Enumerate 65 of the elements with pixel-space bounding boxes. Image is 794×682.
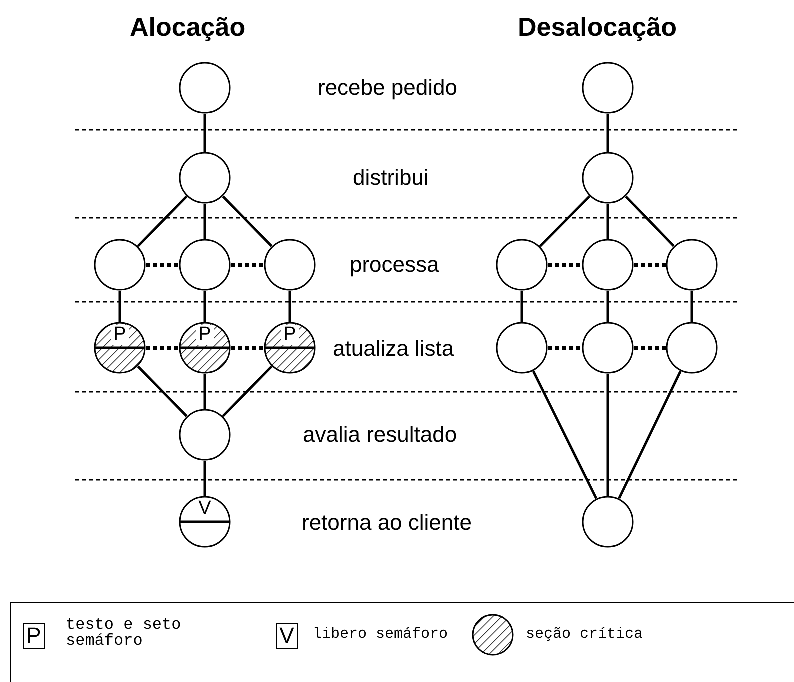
step-circle bbox=[666, 239, 718, 291]
connector-line bbox=[204, 114, 206, 152]
connector-line bbox=[606, 374, 610, 496]
dotted-connector bbox=[146, 346, 179, 350]
symbol-key: V bbox=[276, 623, 298, 649]
connector-line bbox=[606, 291, 610, 322]
connector-line bbox=[204, 204, 206, 239]
stage-label: distribui bbox=[353, 165, 429, 191]
step-circle bbox=[179, 62, 231, 114]
connector-line bbox=[288, 291, 292, 322]
dotted-connector bbox=[146, 263, 179, 267]
legend-text: libero semáforo bbox=[313, 627, 448, 643]
step-circle bbox=[582, 239, 634, 291]
connector-line bbox=[222, 366, 273, 418]
semaphore-circle bbox=[264, 322, 316, 374]
connector-line bbox=[532, 370, 598, 500]
step-circle bbox=[264, 239, 316, 291]
step-circle bbox=[179, 152, 231, 204]
step-circle bbox=[582, 496, 634, 548]
semaphore-letter: P bbox=[281, 325, 299, 345]
dotted-connector bbox=[548, 263, 582, 267]
step-circle bbox=[496, 239, 548, 291]
connector-line bbox=[690, 291, 694, 322]
connector-line bbox=[204, 461, 206, 496]
connector-line bbox=[204, 291, 206, 322]
connector-line bbox=[625, 196, 675, 248]
semaphore-circle bbox=[94, 322, 146, 374]
step-circle bbox=[179, 409, 231, 461]
connector-line bbox=[118, 291, 122, 322]
stage-label: retorna ao cliente bbox=[302, 510, 472, 536]
column-title: Desalocação bbox=[518, 12, 677, 43]
connector-line bbox=[222, 196, 273, 248]
step-circle bbox=[94, 239, 146, 291]
column-title: Alocação bbox=[130, 12, 246, 43]
legend-text: testo e seto semáforo bbox=[66, 617, 182, 649]
dotted-connector bbox=[231, 346, 264, 350]
connector-line bbox=[520, 291, 524, 322]
dotted-connector bbox=[548, 346, 582, 350]
step-circle bbox=[666, 322, 718, 374]
dotted-connector bbox=[634, 346, 666, 350]
semaphore-circle bbox=[179, 322, 231, 374]
stage-label: atualiza lista bbox=[333, 336, 454, 362]
semaphore-letter: P bbox=[196, 325, 214, 345]
step-circle bbox=[179, 239, 231, 291]
connector-line bbox=[606, 114, 610, 152]
step-circle bbox=[582, 62, 634, 114]
step-circle bbox=[582, 322, 634, 374]
legend-text: seção crítica bbox=[526, 627, 644, 643]
connector-line bbox=[204, 374, 206, 409]
step-circle bbox=[582, 152, 634, 204]
stage-label: avalia resultado bbox=[303, 422, 458, 448]
connector-line bbox=[539, 196, 591, 248]
semaphore-circle bbox=[179, 496, 231, 548]
stage-label: recebe pedido bbox=[318, 75, 458, 101]
connector-line bbox=[137, 366, 188, 418]
symbol-key: P bbox=[23, 623, 45, 649]
dotted-connector bbox=[231, 263, 264, 267]
connector-line bbox=[618, 370, 682, 500]
connector-line bbox=[606, 204, 610, 239]
stage-label: processa bbox=[350, 252, 440, 278]
connector-line bbox=[137, 196, 188, 248]
semaphore-letter: P bbox=[111, 325, 129, 345]
step-circle bbox=[496, 322, 548, 374]
semaphore-letter: V bbox=[198, 499, 212, 519]
dotted-connector bbox=[634, 263, 666, 267]
